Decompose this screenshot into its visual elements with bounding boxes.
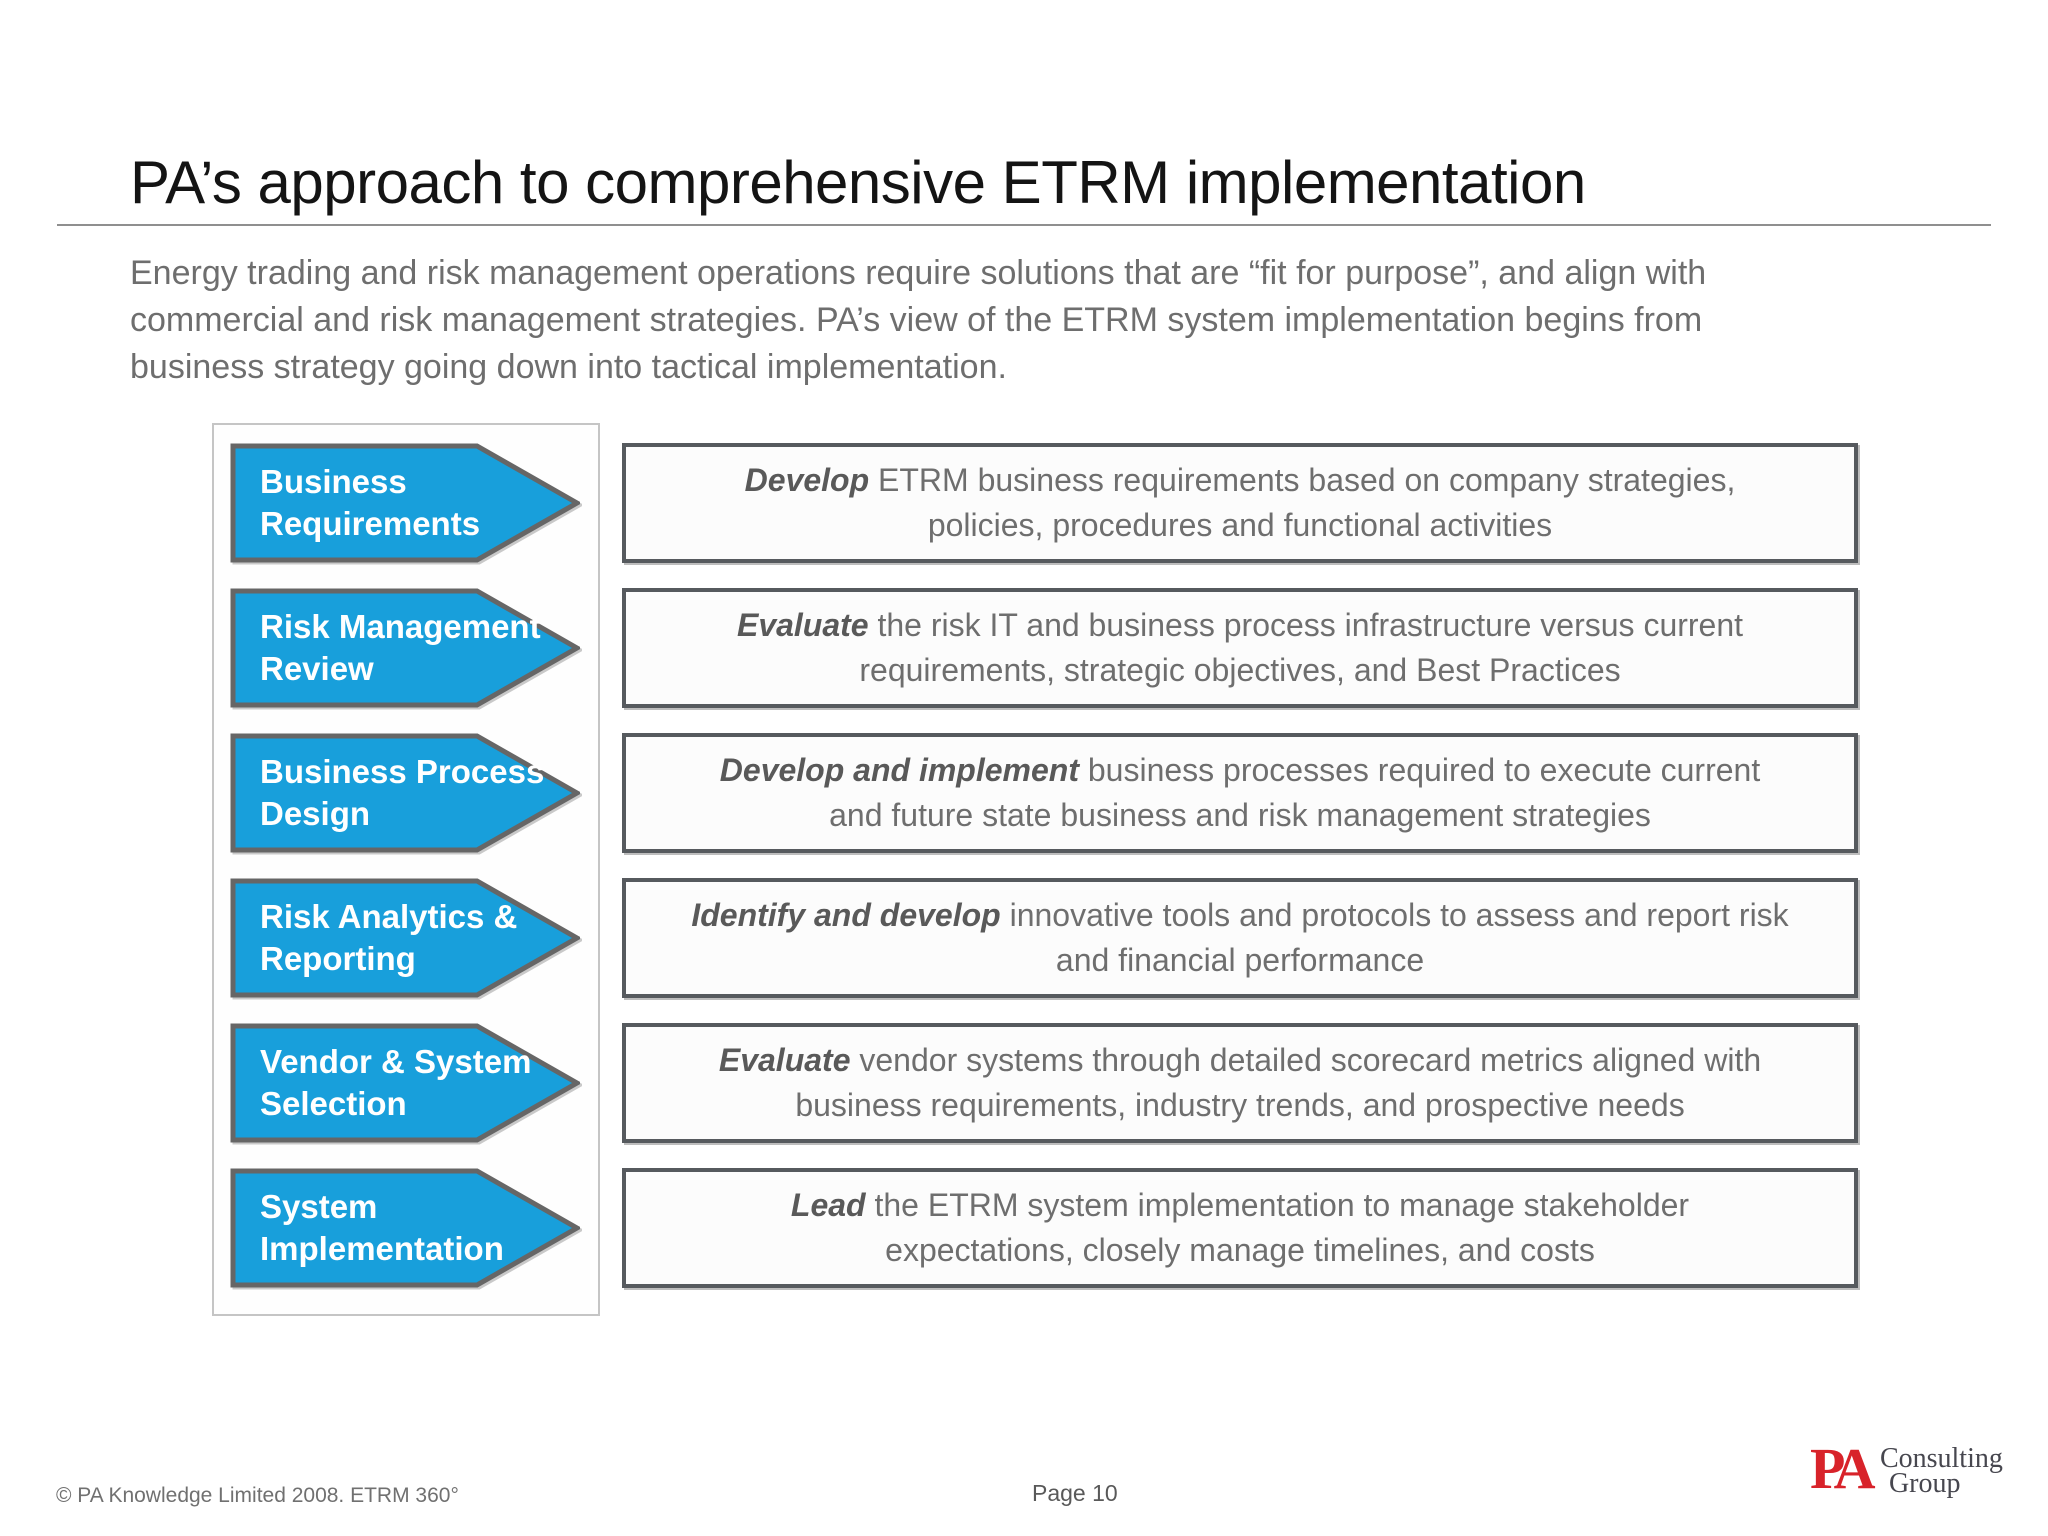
step-description-box: Develop and implement business processes… <box>622 733 1858 853</box>
step-label-line: Risk Management <box>260 608 541 645</box>
step-arrow-risk-management-review: Risk Management Review <box>230 588 580 708</box>
description-line: Lead the ETRM system implementation to m… <box>626 1183 1854 1228</box>
description-rest: vendor systems through detailed scorecar… <box>859 1042 1762 1078</box>
step-label-line: Vendor & System <box>260 1043 532 1080</box>
step-arrow-business-process-design: Business Process Design <box>230 733 580 853</box>
description-lead: Evaluate <box>736 607 869 643</box>
description-lead: Develop <box>744 462 870 498</box>
step-description-box: Develop ETRM business requirements based… <box>622 443 1858 563</box>
step-label: Vendor & System Selection <box>260 1023 531 1143</box>
step-label-line: Business Process <box>260 753 545 790</box>
description-line: business requirements, industry trends, … <box>795 1087 1685 1123</box>
step-label: Risk Management Review <box>260 588 541 708</box>
description-lead: Identify and develop <box>691 897 1001 933</box>
step-row: Vendor & System Selection Evaluate vendo… <box>0 1023 2048 1143</box>
logo-wordmark: Consulting Group <box>1879 1443 2003 1499</box>
arrow-shape-icon <box>230 878 580 998</box>
step-label-line: Implementation <box>260 1230 504 1267</box>
intro-paragraph: Energy trading and risk management opera… <box>130 250 1706 391</box>
footer-page-number: Page 10 <box>1032 1480 1118 1506</box>
step-row: Risk Management Review Evaluate the risk… <box>0 588 2048 708</box>
step-arrow-risk-analytics-reporting: Risk Analytics & Reporting <box>230 878 580 998</box>
description-line: and future state business and risk manag… <box>829 797 1651 833</box>
step-label: Business Process Design <box>260 733 544 853</box>
arrow-shape-icon <box>230 443 580 563</box>
title-divider <box>57 224 1991 226</box>
step-label-line: Risk Analytics & <box>260 898 518 935</box>
description-line: and financial performance <box>1055 942 1425 978</box>
step-description-box: Evaluate vendor systems through detailed… <box>622 1023 1858 1143</box>
arrow-shape-icon <box>230 1168 580 1288</box>
steps-panel <box>212 423 600 1316</box>
step-label-line: Reporting <box>260 940 416 977</box>
step-label-line: Requirements <box>260 505 481 542</box>
logo-wordmark-line: Group <box>1888 1468 1961 1499</box>
step-label: Risk Analytics & Reporting <box>260 878 517 998</box>
description-line: Develop and implement business processes… <box>626 748 1854 793</box>
intro-line: Energy trading and risk management opera… <box>130 254 1707 292</box>
description-lead: Evaluate <box>718 1042 851 1078</box>
intro-line: business strategy going down into tactic… <box>130 348 1007 386</box>
step-row: Business Process Design Develop and impl… <box>0 733 2048 853</box>
step-label: System Implementation <box>260 1168 504 1288</box>
pa-logo-icon: PA <box>1810 1436 1875 1501</box>
step-label-line: Review <box>260 650 374 687</box>
page-title: PA’s approach to comprehensive ETRM impl… <box>130 149 1586 216</box>
step-label-line: System <box>260 1188 378 1225</box>
description-line: Develop ETRM business requirements based… <box>626 458 1854 503</box>
step-row: Business Requirements Develop ETRM busin… <box>0 443 2048 563</box>
arrow-shape-icon <box>230 733 580 853</box>
description-line: expectations, closely manage timelines, … <box>885 1232 1595 1268</box>
step-label-line: Business <box>260 463 407 500</box>
description-line: policies, procedures and functional acti… <box>927 507 1553 543</box>
description-lead: Lead <box>790 1187 866 1223</box>
description-rest: the ETRM system implementation to manage… <box>874 1187 1690 1223</box>
description-line: Evaluate the risk IT and business proces… <box>626 603 1854 648</box>
description-line: Evaluate vendor systems through detailed… <box>626 1038 1854 1083</box>
description-lead: Develop and implement <box>719 752 1079 788</box>
step-description-box: Lead the ETRM system implementation to m… <box>622 1168 1858 1288</box>
description-rest: the risk IT and business process infrast… <box>877 607 1744 643</box>
step-description-box: Evaluate the risk IT and business proces… <box>622 588 1858 708</box>
step-description-box: Identify and develop innovative tools an… <box>622 878 1858 998</box>
description-line: requirements, strategic objectives, and … <box>859 652 1621 688</box>
footer-copyright: © PA Knowledge Limited 2008. ETRM 360° <box>56 1484 459 1507</box>
step-label-line: Selection <box>260 1085 407 1122</box>
description-rest: ETRM business requirements based on comp… <box>878 462 1736 498</box>
arrow-shape-icon <box>230 1023 580 1143</box>
step-arrow-system-implementation: System Implementation <box>230 1168 580 1288</box>
description-rest: business processes required to execute c… <box>1087 752 1761 788</box>
step-label: Business Requirements <box>260 443 480 563</box>
description-line: Identify and develop innovative tools an… <box>626 893 1854 938</box>
step-row: System Implementation Lead the ETRM syst… <box>0 1168 2048 1288</box>
step-label-line: Design <box>260 795 371 832</box>
intro-line: commercial and risk management strategie… <box>130 301 1703 339</box>
step-arrow-business-requirements: Business Requirements <box>230 443 580 563</box>
step-row: Risk Analytics & Reporting Identify and … <box>0 878 2048 998</box>
pa-consulting-logo: PA Consulting Group <box>1810 1436 2003 1501</box>
step-arrow-vendor-system-selection: Vendor & System Selection <box>230 1023 580 1143</box>
arrow-shape-icon <box>230 588 580 708</box>
description-rest: innovative tools and protocols to assess… <box>1009 897 1789 933</box>
logo-wordmark-line: Consulting <box>1879 1443 2003 1474</box>
